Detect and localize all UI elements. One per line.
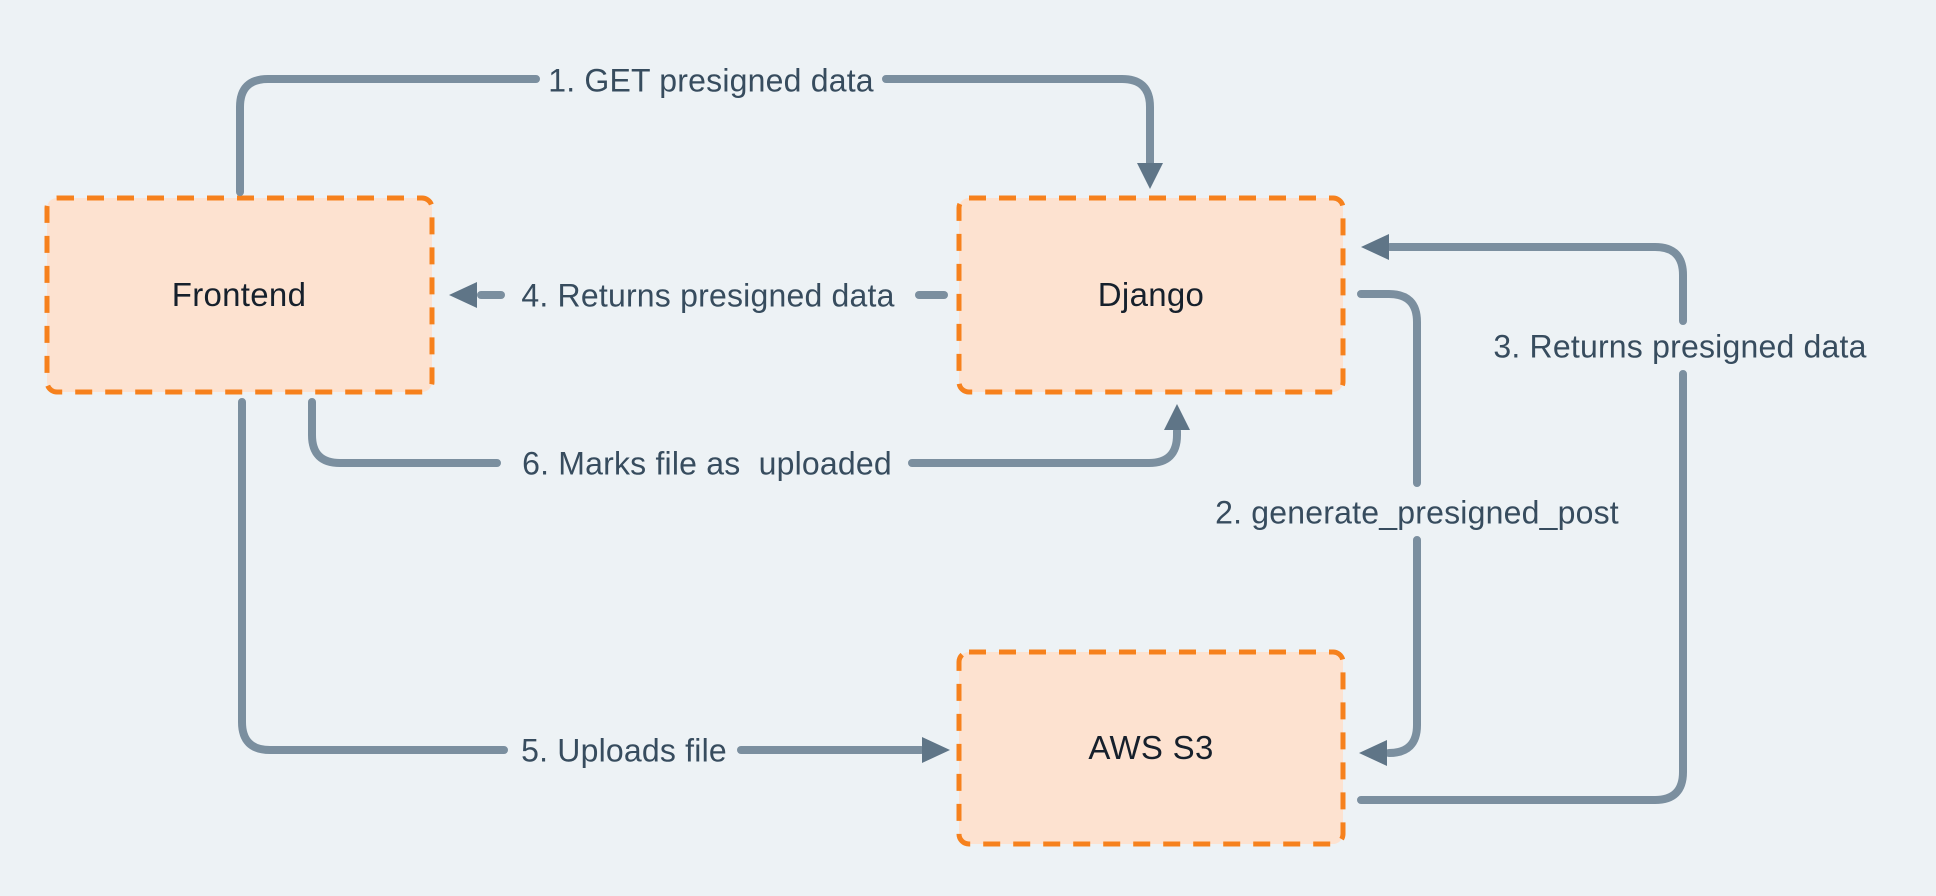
edge-5-label: 5. Uploads file [521, 732, 727, 769]
edge-1-line-right [882, 75, 1154, 168]
edge-3-line-bottom [1357, 370, 1687, 804]
django-node-box [956, 195, 1346, 395]
edge-4-returns-presigned-data [449, 282, 948, 308]
frontend-node-label: Frontend [171, 276, 307, 313]
edge-4-label: 4. Returns presigned data [521, 277, 895, 314]
edge-5-line-left [238, 398, 508, 754]
edge-6-label: 6. Marks file as uploaded [522, 445, 892, 482]
edge-2-line-bottom [1385, 536, 1421, 757]
edge-5-arrowhead-right-icon [922, 737, 950, 763]
edge-2-arrowhead-left-icon [1359, 740, 1387, 766]
edge-6-marks-file-uploaded [308, 398, 1190, 467]
edge-1-get-presigned-data [236, 75, 1163, 196]
edge-6-arrowhead-up-icon [1164, 404, 1190, 430]
edge-1-label: 1. GET presigned data [548, 62, 874, 99]
edge-3-returns-presigned-data [1357, 234, 1687, 804]
edge-1-line-left [236, 75, 540, 196]
edge-4-arrowhead-left-icon [449, 282, 477, 308]
edge-6-line-right [908, 427, 1181, 467]
aws-s3-node-box [956, 649, 1346, 847]
edge-6-line-left [308, 398, 501, 467]
edge-3-label: 3. Returns presigned data [1493, 328, 1867, 365]
node-boxes [44, 195, 1346, 847]
edge-3-arrowhead-left-icon [1361, 234, 1389, 260]
edge-5-uploads-file [238, 398, 950, 763]
frontend-node-box [44, 195, 435, 395]
edge-2-line-top [1357, 290, 1421, 487]
edge-1-arrowhead-down-icon [1137, 163, 1163, 189]
edge-3-line-top [1386, 243, 1687, 325]
django-node-label: Django [1097, 276, 1205, 313]
aws-s3-node-label: AWS S3 [1088, 729, 1214, 766]
edge-2-generate-presigned-post [1357, 290, 1421, 766]
edge-2-label: 2. generate_presigned_post [1215, 494, 1619, 531]
